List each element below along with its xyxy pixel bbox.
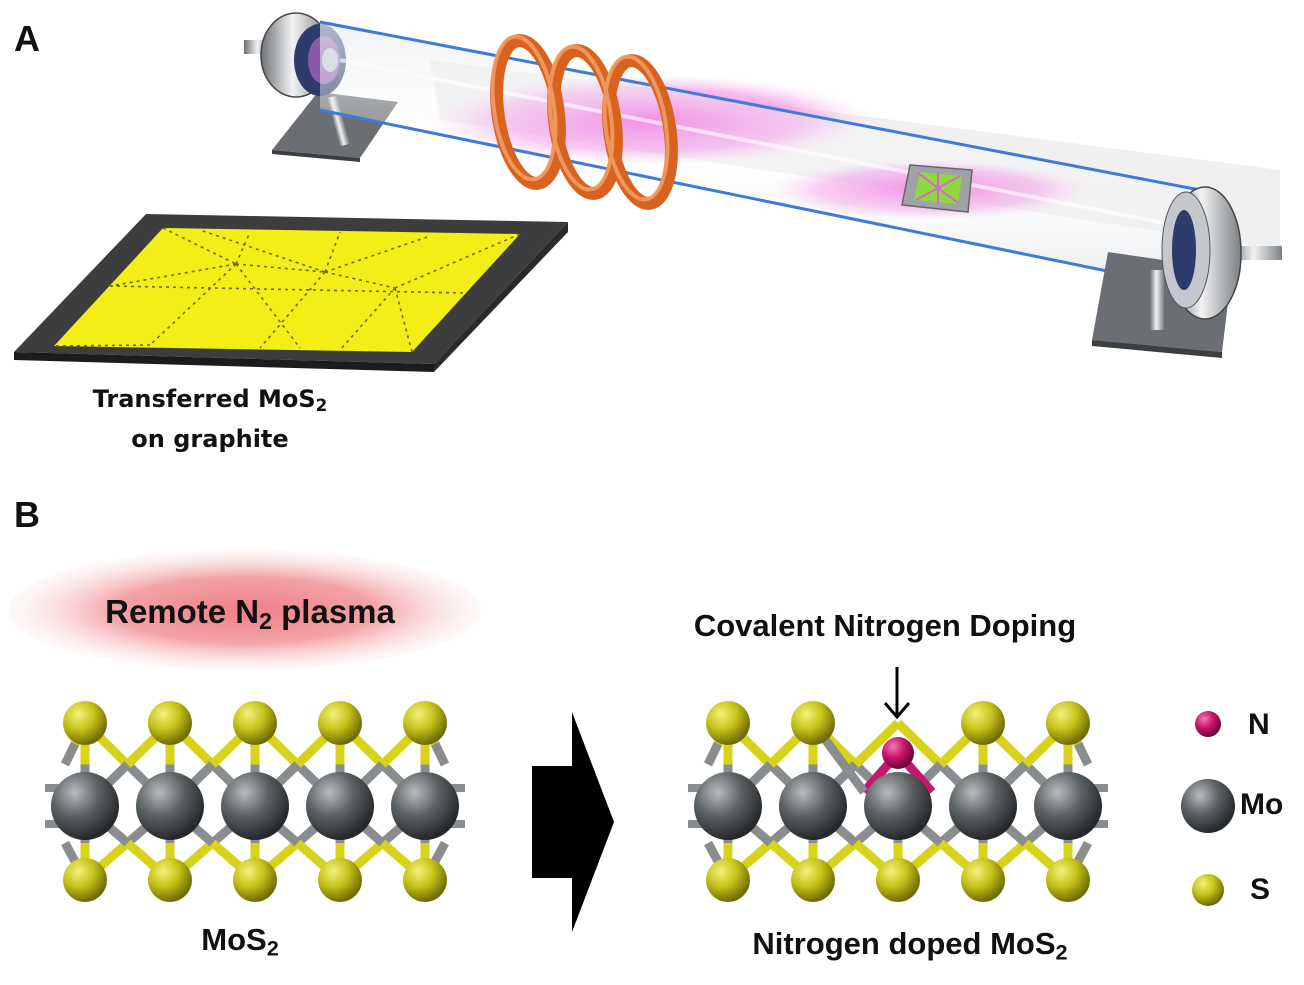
substrate-caption-line1-sub: 2: [315, 395, 328, 416]
plasma-label-pre: Remote N: [105, 593, 260, 630]
s-atom: [403, 701, 447, 745]
left-caption-sub: 2: [266, 935, 279, 961]
s-atom: [318, 858, 362, 902]
s-atom: [791, 858, 835, 902]
right-caption-sub: 2: [1055, 939, 1068, 965]
s-atom: [791, 701, 835, 745]
bond: [1074, 840, 1092, 864]
s-atom: [233, 701, 277, 745]
plasma-label-sub: 2: [259, 607, 272, 634]
process-arrow: [532, 712, 614, 932]
bond: [704, 840, 722, 864]
mo-atom: [694, 772, 762, 840]
substrate-caption-line2: on graphite: [131, 425, 289, 454]
mo-atom: [779, 772, 847, 840]
legend-n-label: N: [1248, 708, 1270, 741]
doping-pointer-arrow: [883, 667, 911, 720]
doping-label: Covalent Nitrogen Doping: [693, 608, 1077, 643]
s-atom: [961, 858, 1005, 902]
mo-atom: [221, 772, 289, 840]
s-atom: [1046, 701, 1090, 745]
bond: [61, 840, 79, 864]
n-atom: [882, 737, 914, 769]
s-atom: [148, 858, 192, 902]
mo-atom: [949, 772, 1017, 840]
bond: [60, 741, 80, 767]
bond: [430, 741, 450, 767]
s-atom: [63, 858, 107, 902]
bond: [852, 719, 902, 768]
left-lattice-caption: MoS2: [160, 922, 320, 961]
mo-atom: [51, 772, 119, 840]
s-atom: [706, 858, 750, 902]
legend-s-atom: [1192, 874, 1224, 906]
doped-mos2-lattice: [688, 701, 1108, 902]
bond: [1073, 741, 1093, 767]
legend-mo-atom: [1181, 779, 1235, 833]
legend-s-label: S: [1250, 873, 1271, 906]
s-atom: [706, 701, 750, 745]
remote-plasma-cloud: [9, 550, 481, 670]
mo-atom: [1034, 772, 1102, 840]
sample-in-tube: [901, 164, 973, 213]
s-atom: [876, 858, 920, 902]
mos2-lattice: [45, 701, 465, 902]
bond: [703, 741, 723, 767]
s-atom: [318, 701, 362, 745]
plasma-label: Remote N2 plasma: [70, 593, 430, 635]
graphite-substrate: [14, 214, 568, 372]
panel-a-label: A: [14, 18, 40, 59]
s-atom: [1046, 858, 1090, 902]
mo-atom: [864, 772, 932, 840]
quartz-tube: [319, 20, 1201, 292]
bond: [894, 719, 944, 768]
panel-b-label: B: [14, 494, 40, 535]
legend-n-atom: [1195, 711, 1221, 737]
panel-a: [14, 12, 1282, 372]
mo-atom: [136, 772, 204, 840]
legend-mo-label: Mo: [1240, 788, 1284, 821]
s-atom: [233, 858, 277, 902]
s-atom: [961, 701, 1005, 745]
right-end-cap: [1161, 186, 1282, 320]
mo-atom: [306, 772, 374, 840]
right-lattice-caption: Nitrogen doped MoS2: [700, 926, 1120, 965]
bond: [431, 840, 449, 864]
mo-atom: [391, 772, 459, 840]
s-atom: [403, 858, 447, 902]
s-atom: [63, 701, 107, 745]
s-atom: [148, 701, 192, 745]
substrate-caption-line1: Transferred MoS: [92, 385, 316, 413]
substrate-caption: Transferred MoS2 on graphite: [60, 382, 360, 456]
plasma-label-post: plasma: [271, 593, 395, 630]
left-caption-text: MoS: [201, 922, 267, 957]
right-caption-text: Nitrogen doped MoS: [752, 926, 1056, 961]
panel-b: [9, 550, 1235, 932]
